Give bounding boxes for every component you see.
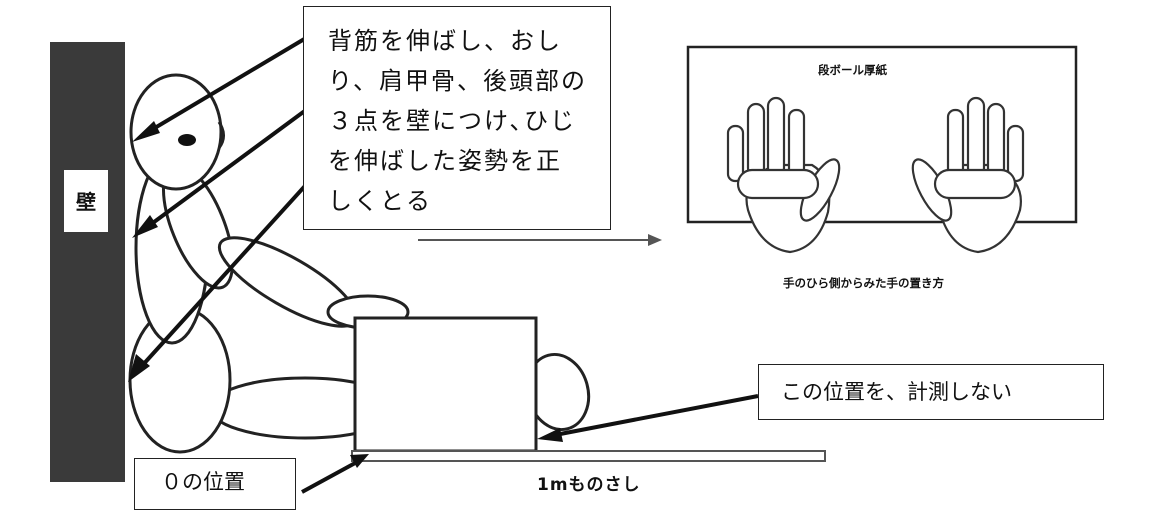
wall-label: 壁: [76, 190, 96, 214]
posture-instruction-callout: 背筋を伸ばし、おし り、肩甲骨、後頭部の ３点を壁につけ､ひじ を伸ばした姿勢を…: [303, 6, 611, 230]
direction-arrow: [418, 234, 662, 246]
ruler: [351, 450, 826, 462]
arrow-to-shoulder: [132, 108, 308, 238]
arrow-to-zero: [301, 454, 369, 494]
arrow-to-hip: [128, 174, 316, 382]
right-hand-outline: [911, 96, 1025, 254]
cardboard-box: [353, 316, 538, 453]
seated-figure: [128, 73, 591, 454]
cardboard-label: 段ボール厚紙: [818, 63, 887, 77]
figure-eye: [178, 134, 196, 146]
left-hand-outline: [726, 96, 841, 254]
arrow-to-box-edge: [537, 394, 759, 442]
no-measure-callout: この位置を、計測しない: [758, 364, 1104, 420]
zero-position-callout: ０の位置: [134, 458, 296, 510]
figure-nose: [217, 121, 225, 149]
arrow-to-head: [132, 36, 308, 142]
wall: [50, 42, 125, 482]
wall-label-box: [64, 170, 108, 232]
ruler-label: 1mものさし: [537, 475, 641, 495]
hand-placement-caption: 手のひら側からみた手の置き方: [783, 276, 944, 290]
